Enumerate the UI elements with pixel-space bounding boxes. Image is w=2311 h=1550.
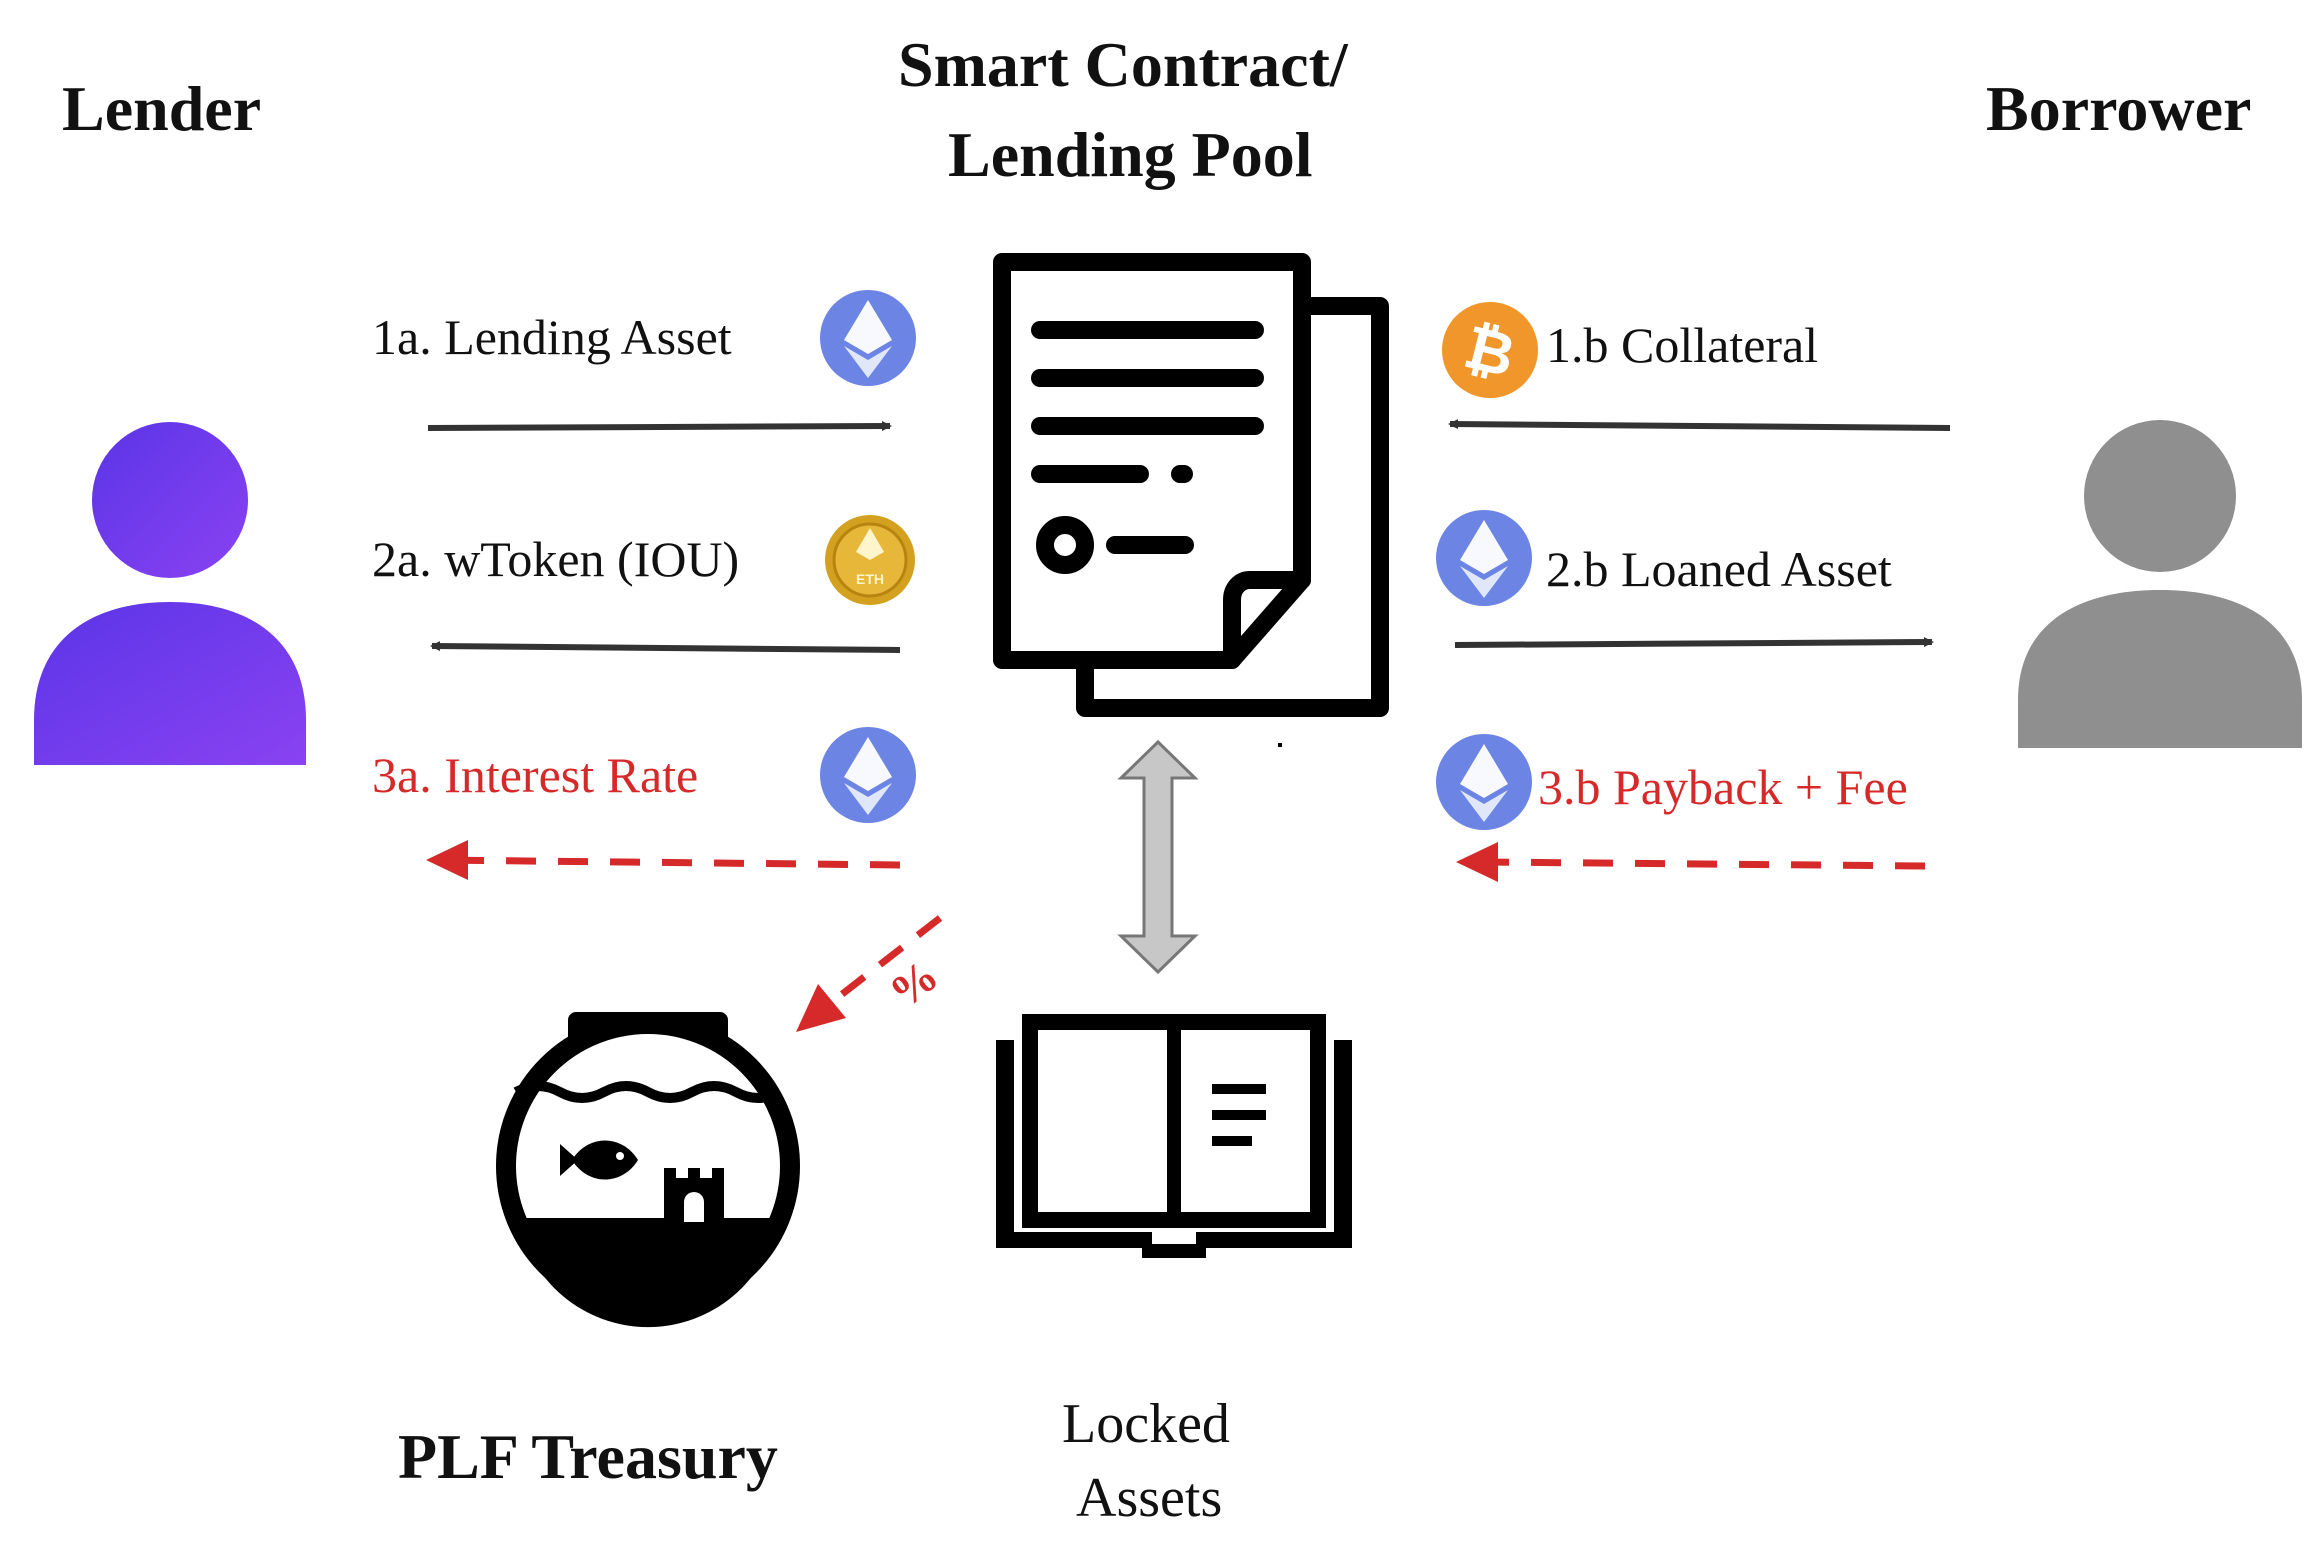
arrow-3b	[1483, 858, 1926, 870]
arrow-1b	[1448, 419, 1951, 431]
step-1a-label: 1a. Lending Asset	[372, 309, 732, 365]
arrow-2a	[430, 641, 901, 653]
fee-arrow-head	[796, 984, 846, 1032]
step-3a-label: 3a. Interest Rate	[372, 747, 699, 803]
eth-gold-coin-icon: ETH	[825, 515, 915, 605]
fee-arrow	[829, 915, 943, 1005]
smart-contract-title: Smart Contract/	[898, 29, 1348, 100]
eth-gold-coin-text: ETH	[856, 571, 884, 587]
bitcoin-coin-icon: ₿	[1442, 302, 1538, 398]
step-3b-label: 3.b Payback + Fee	[1538, 759, 1908, 815]
bidirectional-arrow	[1117, 739, 1199, 975]
borrower-title: Borrower	[1986, 73, 2252, 144]
arrow-2b	[1454, 637, 1934, 648]
eth-coin-icon-3a	[820, 727, 916, 823]
step-1b-label: 1.b Collateral	[1546, 317, 1819, 373]
open-book-locked-assets-icon	[996, 1014, 1352, 1258]
smart-contract-document-icon	[993, 253, 1389, 717]
lender-title: Lender	[62, 73, 262, 144]
step-2a-label: 2a. wToken (IOU)	[372, 531, 740, 587]
lending-pool-title: Lending Pool	[948, 119, 1313, 190]
arrow-3a-head	[426, 840, 468, 880]
eth-coin-icon-3b	[1436, 734, 1532, 830]
fishbowl-treasury-icon	[496, 1012, 800, 1328]
step-2b-label: 2.b Loaned Asset	[1546, 541, 1892, 597]
borrower-avatar-icon	[2018, 420, 2302, 748]
arrow-3a	[435, 856, 901, 869]
arrow-3b-head	[1456, 842, 1498, 882]
treasury-title: PLF Treasury	[398, 1421, 778, 1492]
locked-assets-line1: Locked	[1062, 1393, 1230, 1455]
eth-coin-icon-2b	[1436, 510, 1532, 606]
locked-assets-line2: Assets	[1076, 1467, 1223, 1529]
arrow-1a	[427, 421, 892, 432]
eth-coin-icon-1a	[820, 290, 916, 386]
lender-avatar-icon	[34, 422, 306, 765]
